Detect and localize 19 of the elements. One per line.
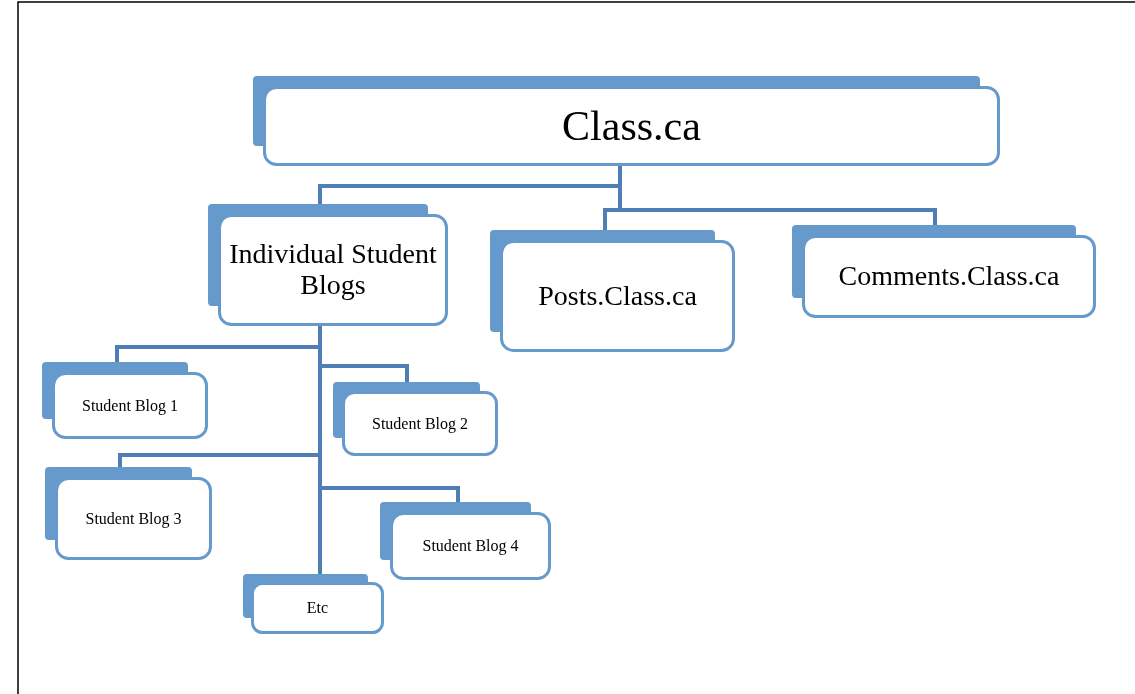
tabbed-box — [333, 382, 498, 456]
box-label: Posts.Class.ca — [538, 280, 697, 312]
tabbed-box — [243, 574, 384, 634]
box-label: Student Blog 1 — [82, 396, 178, 415]
box-label: Etc — [306, 599, 329, 617]
tabbed-box — [380, 502, 551, 580]
tabbed-box — [253, 76, 1000, 166]
tabbed-box — [792, 225, 1096, 318]
box-label: Class.ca — [562, 102, 701, 150]
tabbed-box — [208, 204, 448, 326]
box-label: Individual Student Blogs — [228, 239, 438, 301]
box-label: Student Blog 4 — [422, 537, 519, 555]
box-label: Student Blog 2 — [372, 414, 468, 433]
box-label: Comments.Class.ca — [838, 261, 1060, 292]
connector-line — [618, 166, 937, 225]
tabbed-box — [490, 230, 735, 352]
box-label: Student Blog 3 — [85, 509, 182, 528]
tabbed-box — [42, 362, 208, 439]
tabbed-box — [45, 467, 212, 560]
